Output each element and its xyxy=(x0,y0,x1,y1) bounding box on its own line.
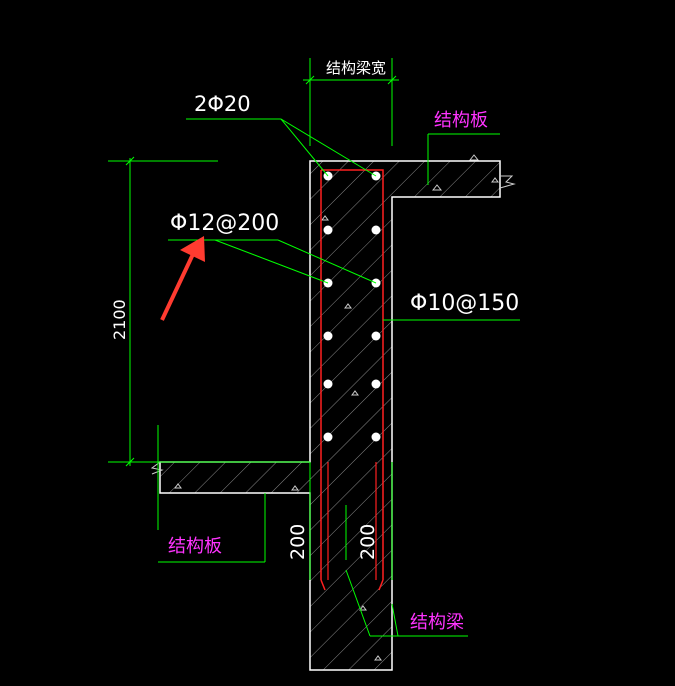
rebar-dot xyxy=(371,331,381,341)
break-symbol-bottom xyxy=(150,461,164,475)
rebar-dot xyxy=(371,379,381,389)
label-height: 2100 xyxy=(110,299,129,340)
label-stirrups: Φ10@150 xyxy=(410,291,519,316)
label-side-bars: Φ12@200 xyxy=(170,211,279,236)
red-arrow xyxy=(160,236,205,321)
break-symbol-top xyxy=(499,175,516,189)
rebar-dot xyxy=(323,432,333,442)
rebar-dot xyxy=(323,379,333,389)
label-dim-left: 200 xyxy=(287,524,309,560)
rebar-dot xyxy=(371,225,381,235)
label-slab-bottom: 结构板 xyxy=(168,536,222,557)
label-beam: 结构梁 xyxy=(410,612,464,633)
label-top-bars: 2Φ20 xyxy=(194,92,251,116)
aggregate-marks xyxy=(174,154,499,661)
dimension-lines xyxy=(108,58,520,637)
label-slab-top: 结构板 xyxy=(434,110,488,131)
rebar-dot xyxy=(323,225,333,235)
rebar-dot xyxy=(371,432,381,442)
rebar-dot xyxy=(323,331,333,341)
concrete-section xyxy=(159,160,501,671)
rebar-cage xyxy=(320,169,384,591)
label-beam-width: 结构梁宽 xyxy=(326,59,386,77)
label-dim-right: 200 xyxy=(357,524,379,560)
